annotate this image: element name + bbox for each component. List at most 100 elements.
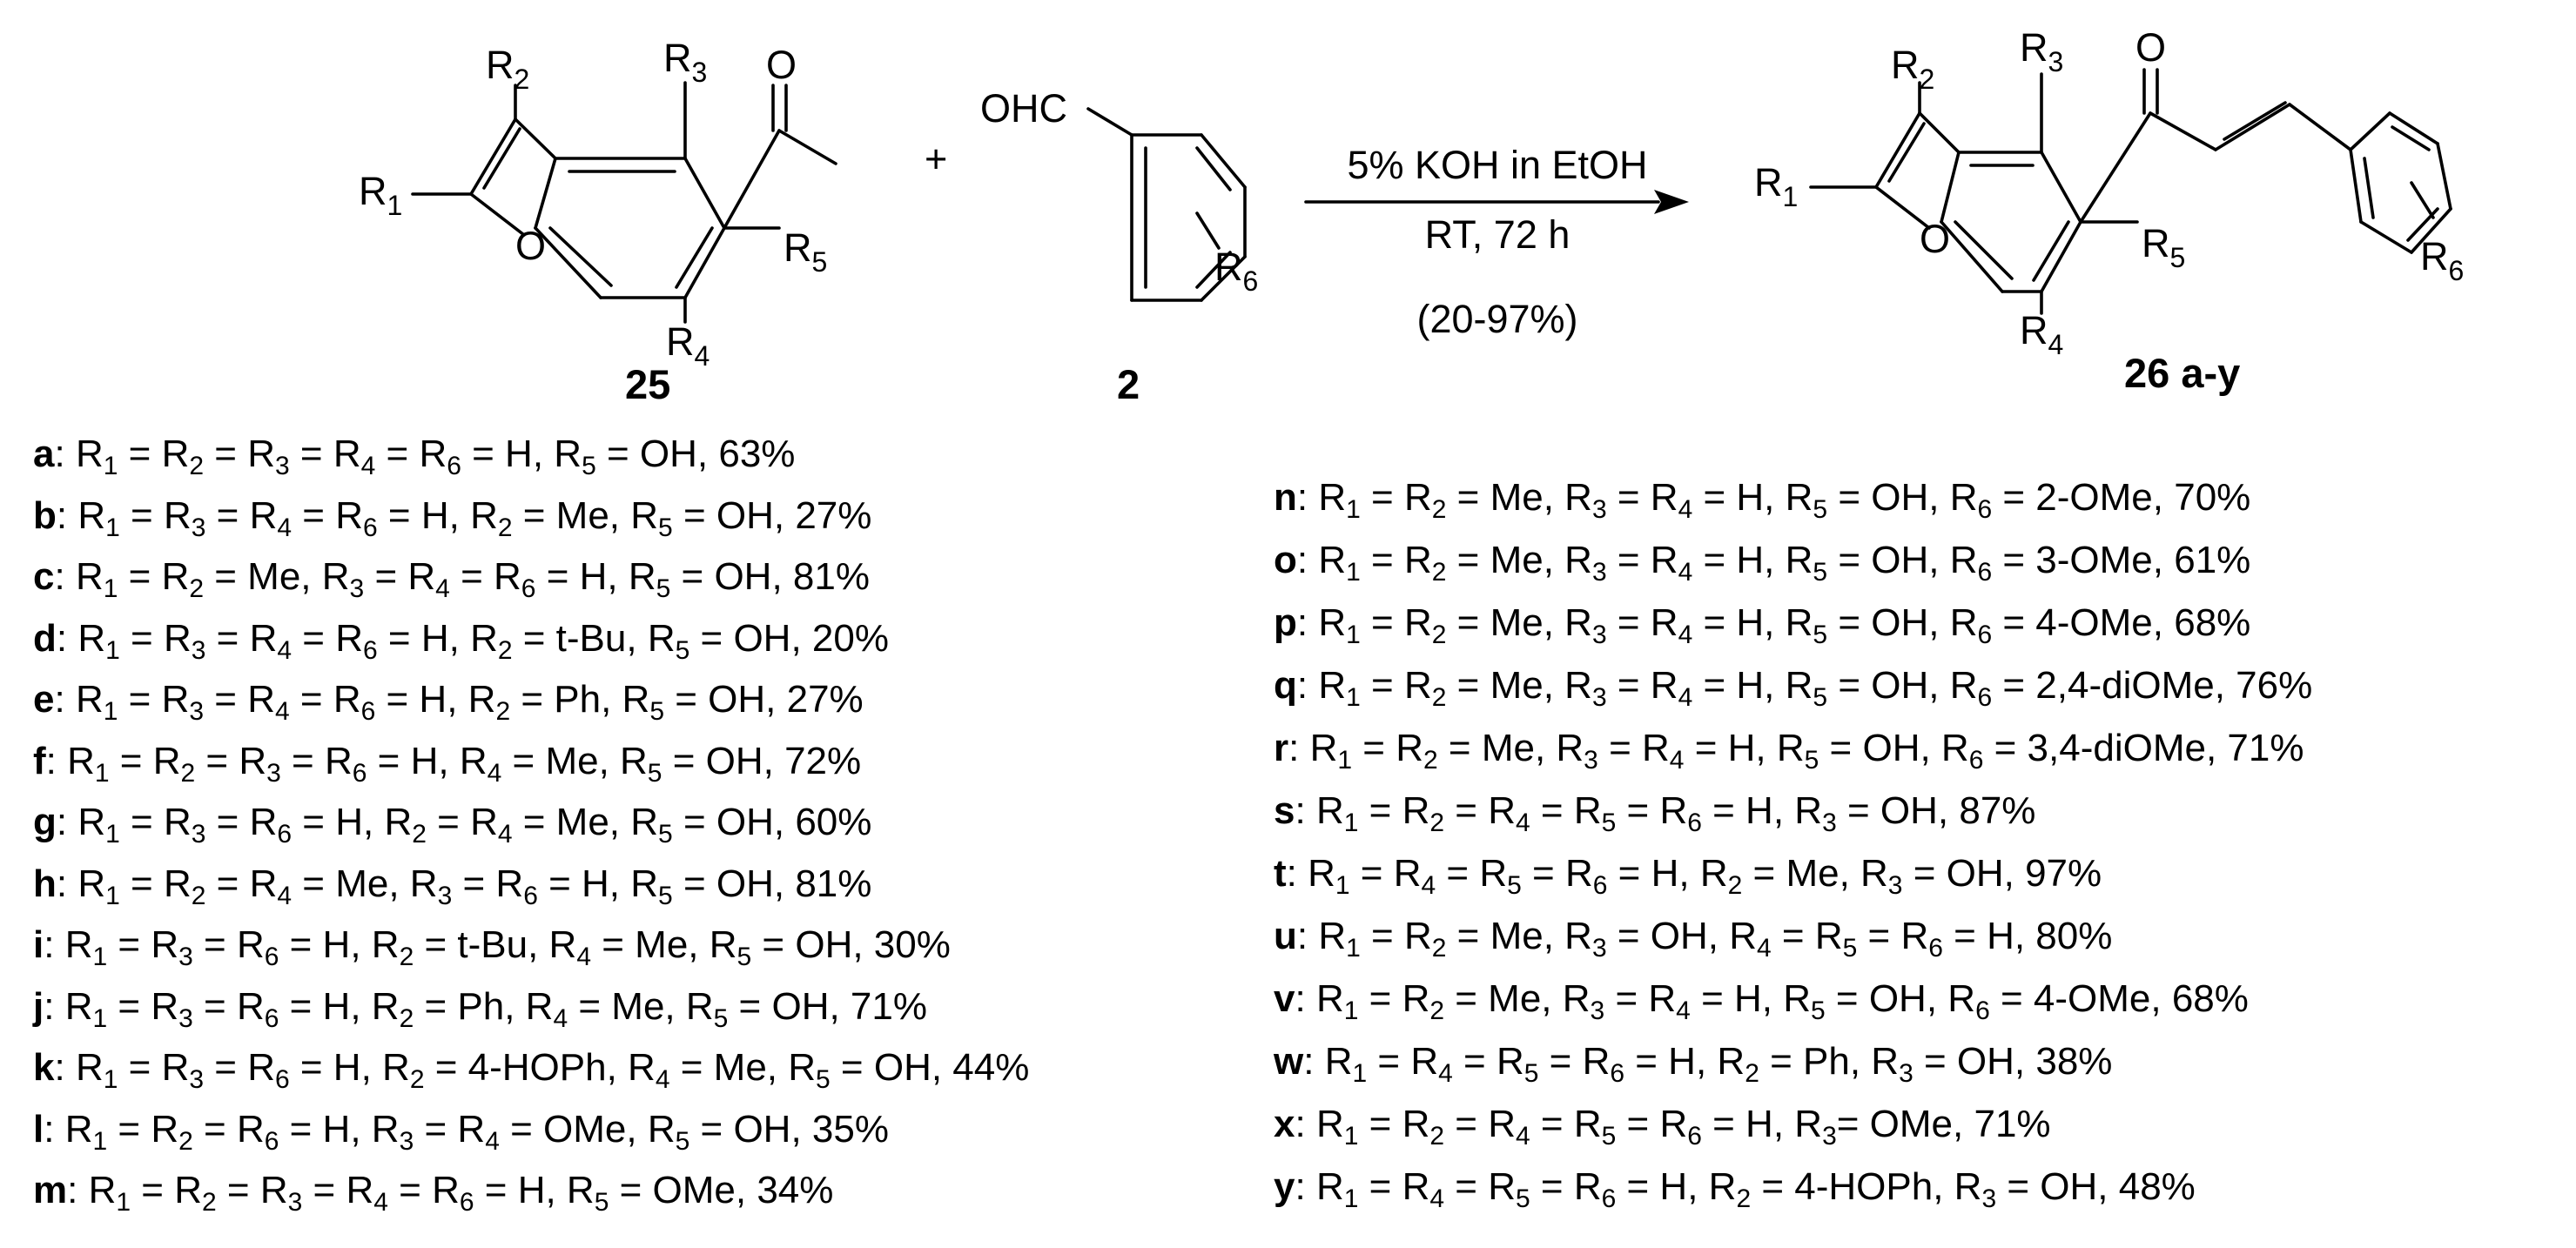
entry-letter: k (33, 1046, 55, 1089)
bond (2410, 181, 2435, 219)
carbonyl-oxygen-label: O (766, 43, 797, 87)
bond (2363, 157, 2375, 219)
bond (1200, 133, 1247, 189)
bond (2040, 151, 2082, 224)
entry-letter: q (1274, 664, 1297, 707)
bond (2040, 220, 2082, 293)
bond (2359, 220, 2413, 254)
arrow-head (1654, 190, 1689, 214)
entry-letter: d (33, 616, 57, 660)
bond (534, 157, 557, 230)
plus-sign: + (925, 137, 947, 181)
entry-r: r: R1 = R2 = Me, R3 = R4 = H, R5 = OH, R… (1274, 727, 2304, 775)
product-r6-label: R6 (2420, 234, 2464, 286)
r3-label: R3 (663, 36, 707, 88)
bond (1940, 220, 2004, 293)
entry-v: v: R1 = R2 = Me, R3 = R4 = H, R5 = OH, R… (1274, 977, 2249, 1025)
product-ring-oxygen-label: O (1920, 217, 1950, 261)
r6-label: R6 (1214, 245, 1258, 297)
entry-c: c: R1 = R2 = Me, R3 = R4 = R6 = H, R5 = … (33, 555, 870, 603)
entry-letter: n (1274, 476, 1297, 519)
bond (1200, 255, 1247, 302)
bond (1887, 122, 1926, 183)
bond (1918, 111, 1961, 154)
bond (2032, 220, 2070, 282)
bond (1874, 111, 1921, 189)
entry-k: k: R1 = R3 = R6 = H, R2 = 4-HOPh, R4 = M… (33, 1046, 1030, 1094)
entry-letter: p (1274, 601, 1297, 644)
bond (1195, 146, 1232, 191)
ring-oxygen-label: O (515, 224, 546, 268)
entry-letter: s (1274, 789, 1295, 832)
entry-letter: m (33, 1169, 68, 1211)
bond (2079, 111, 2152, 224)
entry-j: j: R1 = R3 = R6 = H, R2 = Ph, R4 = Me, R… (33, 984, 927, 1033)
product-26-structure: R2 R3 R1 O R5 R4 O R6 26 a-y (1754, 25, 2464, 396)
entry-letter: c (33, 555, 55, 598)
bond (683, 157, 726, 230)
bond (469, 117, 517, 196)
entry-p: p: R1 = R2 = Me, R3 = R4 = H, R5 = OH, R… (1274, 601, 2251, 649)
entry-l: l: R1 = R2 = R6 = H, R3 = R4 = OMe, R5 =… (33, 1107, 889, 1156)
compound-25-structure: R2 R3 R1 O R5 R4 O 25 (359, 36, 837, 407)
bond (777, 129, 837, 165)
bond (534, 226, 602, 299)
aldehyde-label: OHC (980, 86, 1067, 131)
conditions-yield: (20-97%) (1416, 297, 1577, 341)
bond (514, 117, 557, 160)
entry-letter: e (33, 678, 55, 721)
product-r3-label: R3 (2020, 25, 2063, 77)
bond (1086, 107, 1133, 137)
bond (2410, 207, 2452, 254)
bond (469, 192, 526, 237)
entry-q: q: R1 = R2 = Me, R3 = R4 = H, R5 = OH, R… (1274, 664, 2313, 712)
entry-x: x: R1 = R2 = R4 = R5 = R6 = H, R3= OMe, … (1274, 1103, 2051, 1151)
entry-h: h: R1 = R2 = R4 = Me, R3 = R6 = H, R5 = … (33, 862, 872, 910)
entry-letter: l (33, 1107, 44, 1151)
conditions-time: RT, 72 h (1425, 212, 1570, 257)
bond (548, 226, 613, 287)
bond (2388, 111, 2439, 145)
entry-letter: y (1274, 1165, 1295, 1208)
bond (2223, 101, 2287, 141)
entry-letter: b (33, 493, 57, 537)
bond (723, 129, 781, 230)
entry-w: w: R1 = R4 = R5 = R6 = H, R2 = Ph, R3 = … (1274, 1040, 2113, 1088)
entry-u: u: R1 = R2 = Me, R3 = OH, R4 = R5 = R6 =… (1274, 915, 2113, 963)
entry-s: s: R1 = R2 = R4 = R5 = R6 = H, R3 = OH, … (1274, 789, 2036, 837)
bond (1195, 211, 1221, 250)
product-carbonyl-oxygen-label: O (2135, 25, 2166, 70)
bond (482, 127, 521, 190)
product-26-label: 26 a-y (2124, 350, 2240, 396)
bond (2391, 125, 2431, 151)
entry-b: b: R1 = R3 = R4 = R6 = H, R2 = Me, R5 = … (33, 493, 872, 542)
product-r1-label: R1 (1754, 160, 1798, 212)
r1-label: R1 (359, 169, 402, 221)
reaction-scheme: R2 R3 R1 O R5 R4 O 25 + OHC R6 2 5% KOH … (359, 25, 2464, 407)
bond (1874, 185, 1931, 230)
entry-letter: w (1274, 1040, 1304, 1083)
compound-25-label: 25 (625, 361, 670, 407)
bond (675, 226, 714, 289)
entry-letter: g (33, 801, 57, 843)
product-r5-label: R5 (2142, 221, 2185, 273)
bond (2349, 148, 2363, 224)
compound-2-structure: OHC R6 2 (980, 86, 1258, 407)
entry-i: i: R1 = R3 = R6 = H, R2 = t-Bu, R4 = Me,… (33, 923, 951, 971)
entry-letter: j (33, 984, 44, 1028)
reaction-arrow: 5% KOH in EtOH RT, 72 h (20-97%) (1304, 143, 1689, 341)
bond (1940, 151, 1961, 224)
entry-n: n: R1 = R2 = Me, R3 = R4 = H, R5 = OH, R… (1274, 476, 2251, 524)
entry-letter: x (1274, 1103, 1295, 1145)
entry-letter: i (33, 923, 44, 966)
product-r2-label: R2 (1891, 43, 1934, 95)
entry-letter: o (1274, 539, 1297, 581)
entry-g: g: R1 = R3 = R6 = H, R2 = R4 = Me, R5 = … (33, 801, 872, 849)
entry-letter: a (33, 433, 55, 475)
entry-t: t: R1 = R4 = R5 = R6 = H, R2 = Me, R3 = … (1274, 852, 2102, 900)
r4-label: R4 (666, 319, 710, 372)
product-r4-label: R4 (2020, 308, 2063, 360)
bond (2214, 103, 2291, 151)
entry-letter: u (1274, 915, 1297, 957)
entry-y: y: R1 = R4 = R5 = R6 = H, R2 = 4-HOPh, R… (1274, 1165, 2196, 1213)
